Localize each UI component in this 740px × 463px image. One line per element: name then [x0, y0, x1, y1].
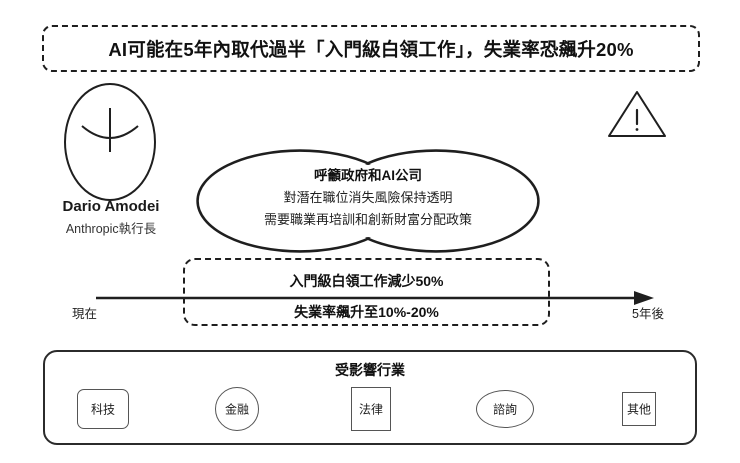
industry-shape-circle	[215, 387, 259, 431]
industry-shape-diamond	[622, 392, 656, 426]
industry-item-law[interactable]: 法律	[323, 384, 419, 434]
page-title: AI可能在5年內取代過半「入門級白領工作」，失業率恐飆升20%	[108, 38, 634, 60]
cloud-line-2: 對潛在職位消失風險保持透明	[283, 190, 453, 205]
person-role: Anthropic執行長	[65, 222, 157, 236]
recommendations-cloud	[196, 148, 540, 254]
industry-shape-rounded-rect	[77, 389, 129, 429]
stat-line-1: 入門級白領工作減少50%	[289, 273, 444, 289]
title-banner: AI可能在5年內取代過半「入門級白領工作」，失業率恐飆升20%	[42, 25, 700, 72]
cloud-text-block: 呼籲政府和AI公司 對潛在職位消失風險保持透明 需要職業再培訓和創新財富分配政策	[196, 165, 540, 231]
industry-item-other[interactable]: 其他	[591, 384, 687, 434]
arrow-right-icon	[96, 291, 654, 305]
face-avatar-icon	[64, 83, 156, 201]
warning-triangle-icon	[606, 88, 668, 140]
industries-panel	[43, 350, 697, 445]
industry-item-finance[interactable]: 金融	[189, 384, 285, 434]
industry-item-consulting[interactable]: 諮詢	[457, 384, 553, 434]
timeline-arrow	[96, 288, 656, 308]
industry-item-tech[interactable]: 科技	[55, 384, 151, 434]
industry-shape-square	[351, 387, 391, 431]
stats-box	[183, 258, 550, 326]
cloud-heading: 呼籲政府和AI公司	[314, 168, 422, 183]
person-name: Dario Amodei	[62, 198, 160, 215]
cloud-line-3: 需要職業再培訓和創新財富分配政策	[263, 212, 472, 227]
stat-line-2: 失業率飆升至10%-20%	[294, 304, 439, 320]
industries-title: 受影響行業	[335, 362, 405, 378]
avatar	[62, 82, 158, 202]
industry-shape-ellipse	[476, 390, 534, 428]
industries-row: 科技 金融 法律 諮詢 其他	[55, 384, 687, 434]
timeline-end-label: 5年後	[632, 307, 664, 321]
timeline-start-label: 現在	[72, 307, 98, 321]
